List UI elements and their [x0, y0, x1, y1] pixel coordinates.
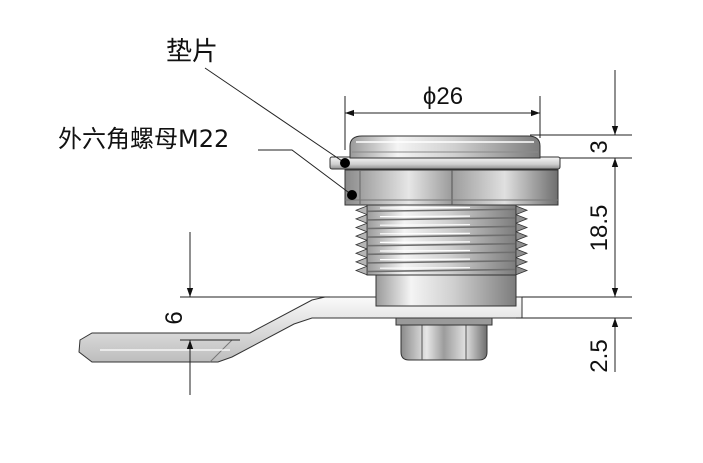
thread-tooth-left [354, 265, 368, 276]
thread-groove [367, 260, 516, 264]
thread-groove [367, 251, 516, 256]
hex-nut-leader-dot [347, 190, 357, 200]
thread-tooth-right [515, 222, 529, 233]
thread-tooth-right [515, 257, 529, 267]
cam-thickness-text: 2.5 [586, 339, 613, 372]
thread-groove [367, 234, 516, 238]
thread-group [354, 205, 529, 276]
thread-tooth-right [515, 205, 529, 216]
thread-tooth-left [354, 231, 368, 241]
thread-tooth-left [354, 214, 368, 224]
thread-tooth-right [515, 239, 529, 250]
thread-highlight [379, 215, 471, 218]
thread-highlight [379, 232, 471, 235]
body-length-text: 18.5 [586, 205, 613, 252]
thread-highlight [379, 241, 471, 243]
thread-highlight [379, 267, 471, 269]
thread-tooth-right [515, 231, 529, 241]
thread-tooth-left [354, 257, 368, 267]
top-cap [349, 135, 541, 159]
thread-highlight [379, 224, 471, 226]
thread-tooth-right [515, 265, 529, 276]
washer-leader [204, 67, 346, 164]
diameter-text: ϕ26 [423, 83, 463, 110]
thread-tooth-right [515, 214, 529, 224]
thread-highlight [379, 206, 471, 209]
washer-leader-dot [340, 158, 350, 168]
bottom-nut-washer [395, 317, 493, 326]
hex-nut-leader [258, 149, 353, 196]
hex-nut-label: 外六角螺母M22 [58, 125, 229, 153]
cap-height-text: 3 [586, 140, 613, 153]
thread-groove [367, 225, 516, 230]
thread-tooth-left [354, 222, 368, 233]
thread-highlight [379, 249, 471, 252]
cam-bend-line [209, 339, 233, 363]
washer [329, 156, 561, 170]
washer-label: 垫片 [166, 37, 218, 67]
lower-body [375, 273, 517, 307]
thread-groove [367, 242, 516, 247]
thread-tooth-left [354, 205, 368, 216]
thread-groove [367, 208, 516, 213]
thread-tooth-left [354, 248, 368, 259]
thread-tooth-right [515, 248, 529, 259]
thread-groove [367, 217, 516, 221]
cam-offset-text: 6 [161, 311, 188, 324]
threaded-barrel [366, 204, 517, 276]
thread-highlight [379, 258, 471, 261]
thread-tooth-left [354, 239, 368, 250]
thread-groove [367, 268, 516, 273]
